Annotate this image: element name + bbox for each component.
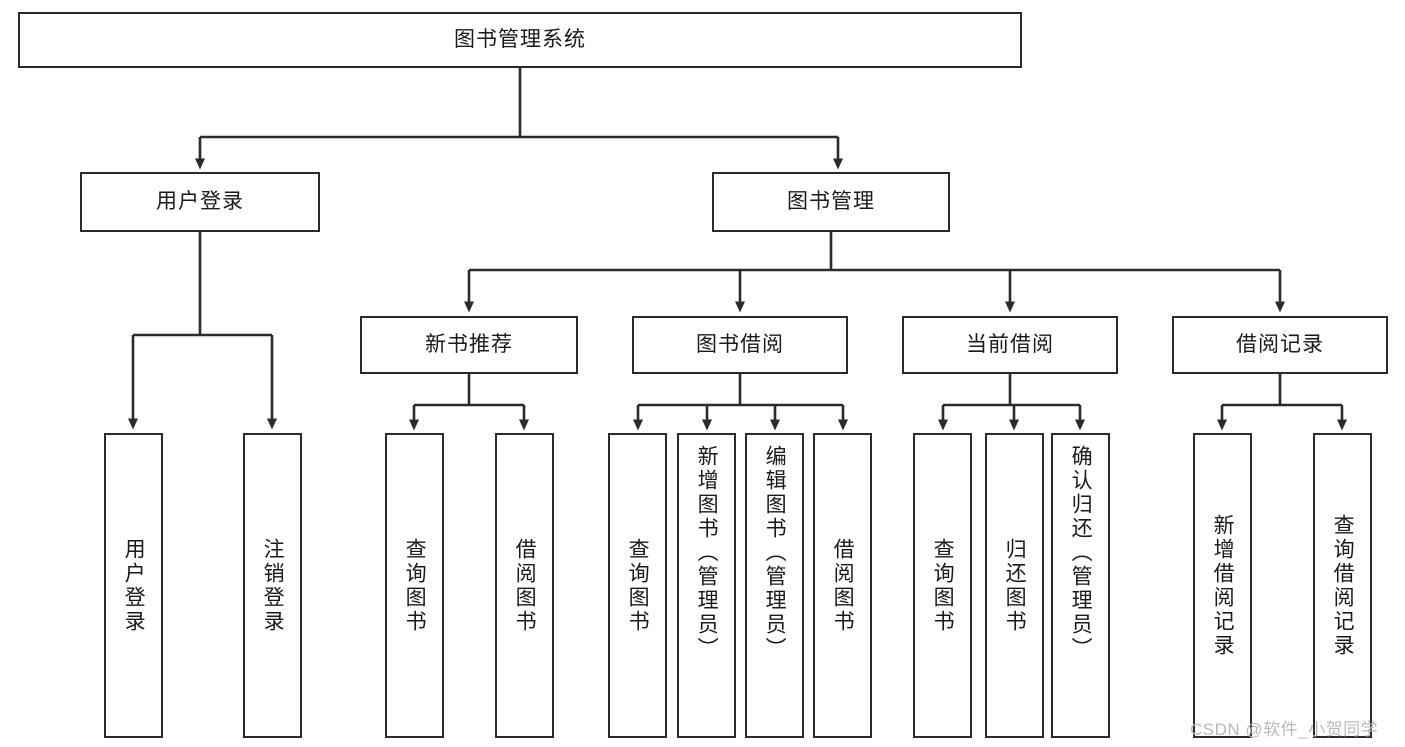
node-book-borrow[interactable]: 图书借阅 [632,316,848,374]
leaf-label: 查询图书 [931,537,955,634]
leaf-borrow-query-book[interactable]: 查询图书 [608,433,667,738]
leaf-record-query[interactable]: 查询借阅记录 [1313,433,1372,738]
node-current-borrow[interactable]: 当前借阅 [902,316,1118,374]
leaf-user-login-logout[interactable]: 注销登录 [243,433,302,738]
node-borrow-record[interactable]: 借阅记录 [1172,316,1388,374]
leaf-label: 编辑图书（管理员） [763,445,787,661]
watermark: CSDN @软件_小贺同学 [1190,720,1379,739]
node-book-management-label: 图书管理 [787,189,875,213]
node-new-book-recommend[interactable]: 新书推荐 [360,316,578,374]
node-borrow-record-label: 借阅记录 [1236,332,1324,356]
leaf-label: 借阅图书 [831,537,855,634]
leaf-user-login-login[interactable]: 用户登录 [104,433,163,738]
leaf-current-confirm-return[interactable]: 确认归还（管理员） [1051,433,1110,738]
node-user-login[interactable]: 用户登录 [80,172,320,232]
node-book-management[interactable]: 图书管理 [712,172,950,232]
leaf-label: 注销登录 [261,537,285,634]
leaf-label: 新增图书（管理员） [695,445,719,661]
leaf-label: 归还图书 [1003,537,1027,634]
leaf-label: 新增借阅记录 [1211,513,1235,658]
node-root-label: 图书管理系统 [454,27,586,51]
leaf-label: 用户登录 [122,537,146,634]
leaf-borrow-edit-book[interactable]: 编辑图书（管理员） [745,433,804,738]
node-current-borrow-label: 当前借阅 [966,332,1054,356]
leaf-borrow-lend-book[interactable]: 借阅图书 [813,433,872,738]
leaf-label: 查询借阅记录 [1331,513,1355,658]
node-root[interactable]: 图书管理系统 [18,12,1022,68]
node-new-book-recommend-label: 新书推荐 [425,332,513,356]
leaf-label: 查询图书 [403,537,427,634]
node-book-borrow-label: 图书借阅 [696,332,784,356]
leaf-label: 确认归还（管理员） [1069,445,1093,661]
leaf-new-book-query[interactable]: 查询图书 [385,433,444,738]
leaf-label: 查询图书 [626,537,650,634]
leaf-new-book-borrow[interactable]: 借阅图书 [495,433,554,738]
leaf-label: 借阅图书 [513,537,537,634]
node-user-login-label: 用户登录 [156,189,244,213]
leaf-current-return-book[interactable]: 归还图书 [985,433,1044,738]
leaf-current-query-book[interactable]: 查询图书 [913,433,972,738]
leaf-record-add[interactable]: 新增借阅记录 [1193,433,1252,738]
leaf-borrow-add-book[interactable]: 新增图书（管理员） [677,433,736,738]
